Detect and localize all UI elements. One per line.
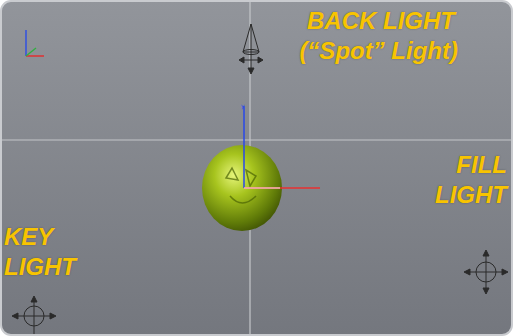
light-label: FILL LIGHT [435,150,507,210]
light-label: BACK LIGHT [307,6,455,36]
svg-text:y: y [241,102,245,110]
light-subtitle: (“Spot” Light) [299,36,458,66]
light-label: KEY LIGHT [4,222,76,282]
